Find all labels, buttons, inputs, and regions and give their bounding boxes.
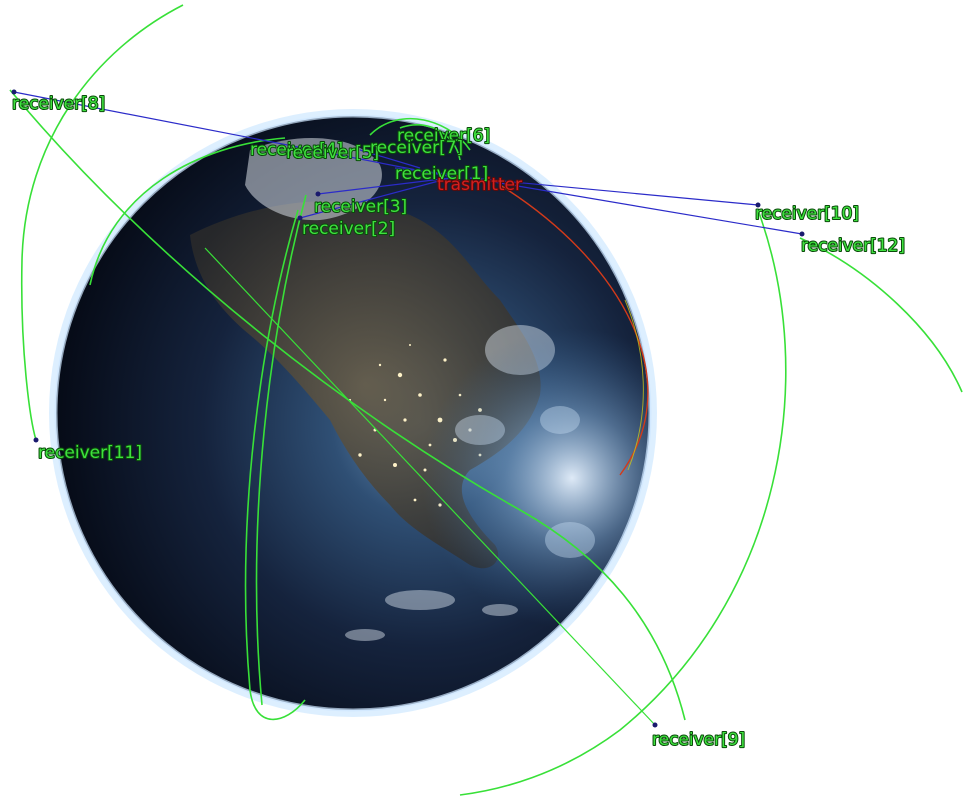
- marker-receiver-10: [755, 202, 761, 208]
- label-receiver-12: receiver[12]: [801, 236, 905, 256]
- continent-greenland: [245, 138, 382, 221]
- label-receiver-10: receiver[10]: [755, 204, 859, 224]
- orbit-receiver-2: [244, 209, 306, 721]
- satellite-markers: [11, 89, 805, 728]
- marker-transmitter: [455, 175, 461, 181]
- orbit-receiver-8: [20, 4, 184, 441]
- label-receiver-6: receiver[6]: [397, 126, 490, 146]
- label-receiver-3: receiver[3]: [314, 197, 407, 217]
- marker-receiver-3: [315, 191, 321, 197]
- marker-receiver-9: [652, 722, 658, 728]
- label-receiver-1: receiver[1]: [395, 164, 488, 184]
- link-receiver-12: [469, 177, 803, 235]
- marker-receiver-2: [297, 215, 303, 221]
- label-receiver-8: receiver[8]: [12, 94, 105, 114]
- satellite-labels: receiver[8] receiver[4] receiver[5] rece…: [11, 93, 906, 751]
- label-receiver-4: receiver[4]: [250, 140, 343, 160]
- label-receiver-2: receiver[2]: [302, 219, 395, 239]
- link-receiver-1: [394, 167, 456, 176]
- label-receiver-9: receiver[9]: [652, 730, 745, 750]
- orbit-receiver-7: [399, 124, 461, 161]
- link-receiver-8: [13, 91, 459, 179]
- orbit-receiver-4: [89, 137, 286, 286]
- marker-receiver-12: [799, 231, 805, 237]
- label-receiver-7: receiver[7]: [370, 138, 463, 158]
- label-receiver-5: receiver[5]: [286, 143, 379, 163]
- marker-receiver-8: [11, 89, 17, 95]
- marker-receiver-11: [33, 437, 39, 443]
- orbit-receiver-6: [369, 117, 471, 151]
- orbit-receiver-10: [459, 209, 787, 796]
- link-receiver-9: [204, 247, 656, 726]
- orbit-receiver-3: [255, 194, 307, 706]
- link-lines: [13, 91, 803, 726]
- link-receiver-5: [359, 149, 421, 169]
- orbit-receiver-12: [799, 237, 963, 393]
- link-receiver-10: [469, 177, 759, 206]
- orbit-paths: [9, 4, 963, 796]
- orbit-transmitter: [499, 184, 649, 476]
- link-receiver-2: [299, 177, 451, 219]
- label-transmitter: trasmitter: [437, 175, 522, 195]
- link-receiver-3: [317, 177, 451, 195]
- label-receiver-11: receiver[11]: [38, 443, 142, 463]
- orbit-receiver-9: [9, 89, 686, 721]
